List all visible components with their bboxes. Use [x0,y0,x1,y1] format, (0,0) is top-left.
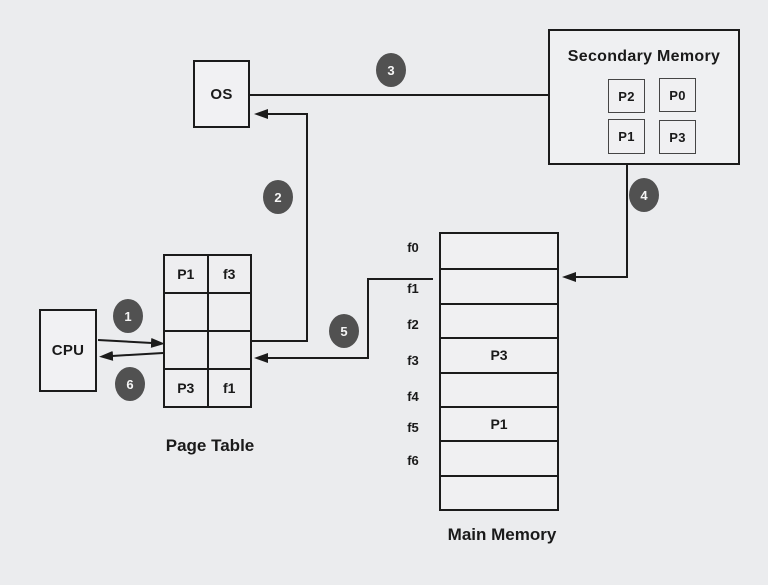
page-table-cell: P3 [164,369,208,407]
main-memory-caption: Main Memory [447,525,557,544]
frame-label-f4: f4 [407,389,419,404]
secondary-memory-title: Secondary Memory [567,48,721,65]
frame-label-f3: f3 [407,353,419,368]
secondary-memory-box: Secondary Memory P2 P0 P1 P3 [548,29,740,165]
arrow-step4-secondary-to-main-memory [562,153,628,282]
page-table-cell [207,293,251,331]
step-badge-5: 5 [329,314,359,348]
step-badge-3: 3 [376,53,406,87]
page-table-cell [207,331,251,369]
frame-label-f5: f5 [407,420,419,435]
page-table-caption: Page Table [165,436,255,455]
frame-label-f2: f2 [407,317,419,332]
step-badge-1: 1 [113,299,143,333]
main-memory: P3 P1 [439,232,559,511]
frame-label-f6: f6 [407,453,419,468]
main-memory-frame-f5: P1 [441,405,557,440]
os-label: OS [210,85,233,103]
os-box: OS [193,60,250,128]
cpu-label: CPU [51,342,85,359]
main-memory-frame-f6 [441,440,557,474]
main-memory-frame-f0 [441,234,557,268]
step-badge-4: 4 [629,178,659,212]
main-memory-frame-f3: P3 [441,337,557,371]
main-memory-frame-f2 [441,302,557,337]
page-table-cell: P1 [164,255,208,293]
main-memory-frame-f4 [441,371,557,406]
frame-label-f1: f1 [407,281,419,296]
page-table-cell [164,331,208,369]
secondary-memory-page-p1: P1 [608,119,645,154]
page-table-cell: f1 [207,369,251,407]
step-badge-2: 2 [263,180,293,214]
page-table: P1 f3 P3 f1 [163,254,252,408]
arrow-step2-page-table-to-os [252,109,308,342]
main-memory-frame-extra [441,474,557,509]
cpu-box: CPU [39,309,97,392]
secondary-memory-page-p3: P3 [659,120,696,154]
frame-label-f0: f0 [407,240,419,255]
secondary-memory-page-p0: P0 [659,78,696,112]
secondary-memory-page-p2: P2 [608,79,645,113]
step-badge-6: 6 [115,367,145,401]
main-memory-frame-f1 [441,268,557,302]
arrow-step1-cpu-to-page-table [97,337,165,348]
page-table-cell [164,293,208,331]
arrow-step6-page-table-to-cpu [99,350,164,361]
page-table-cell: f3 [207,255,251,293]
